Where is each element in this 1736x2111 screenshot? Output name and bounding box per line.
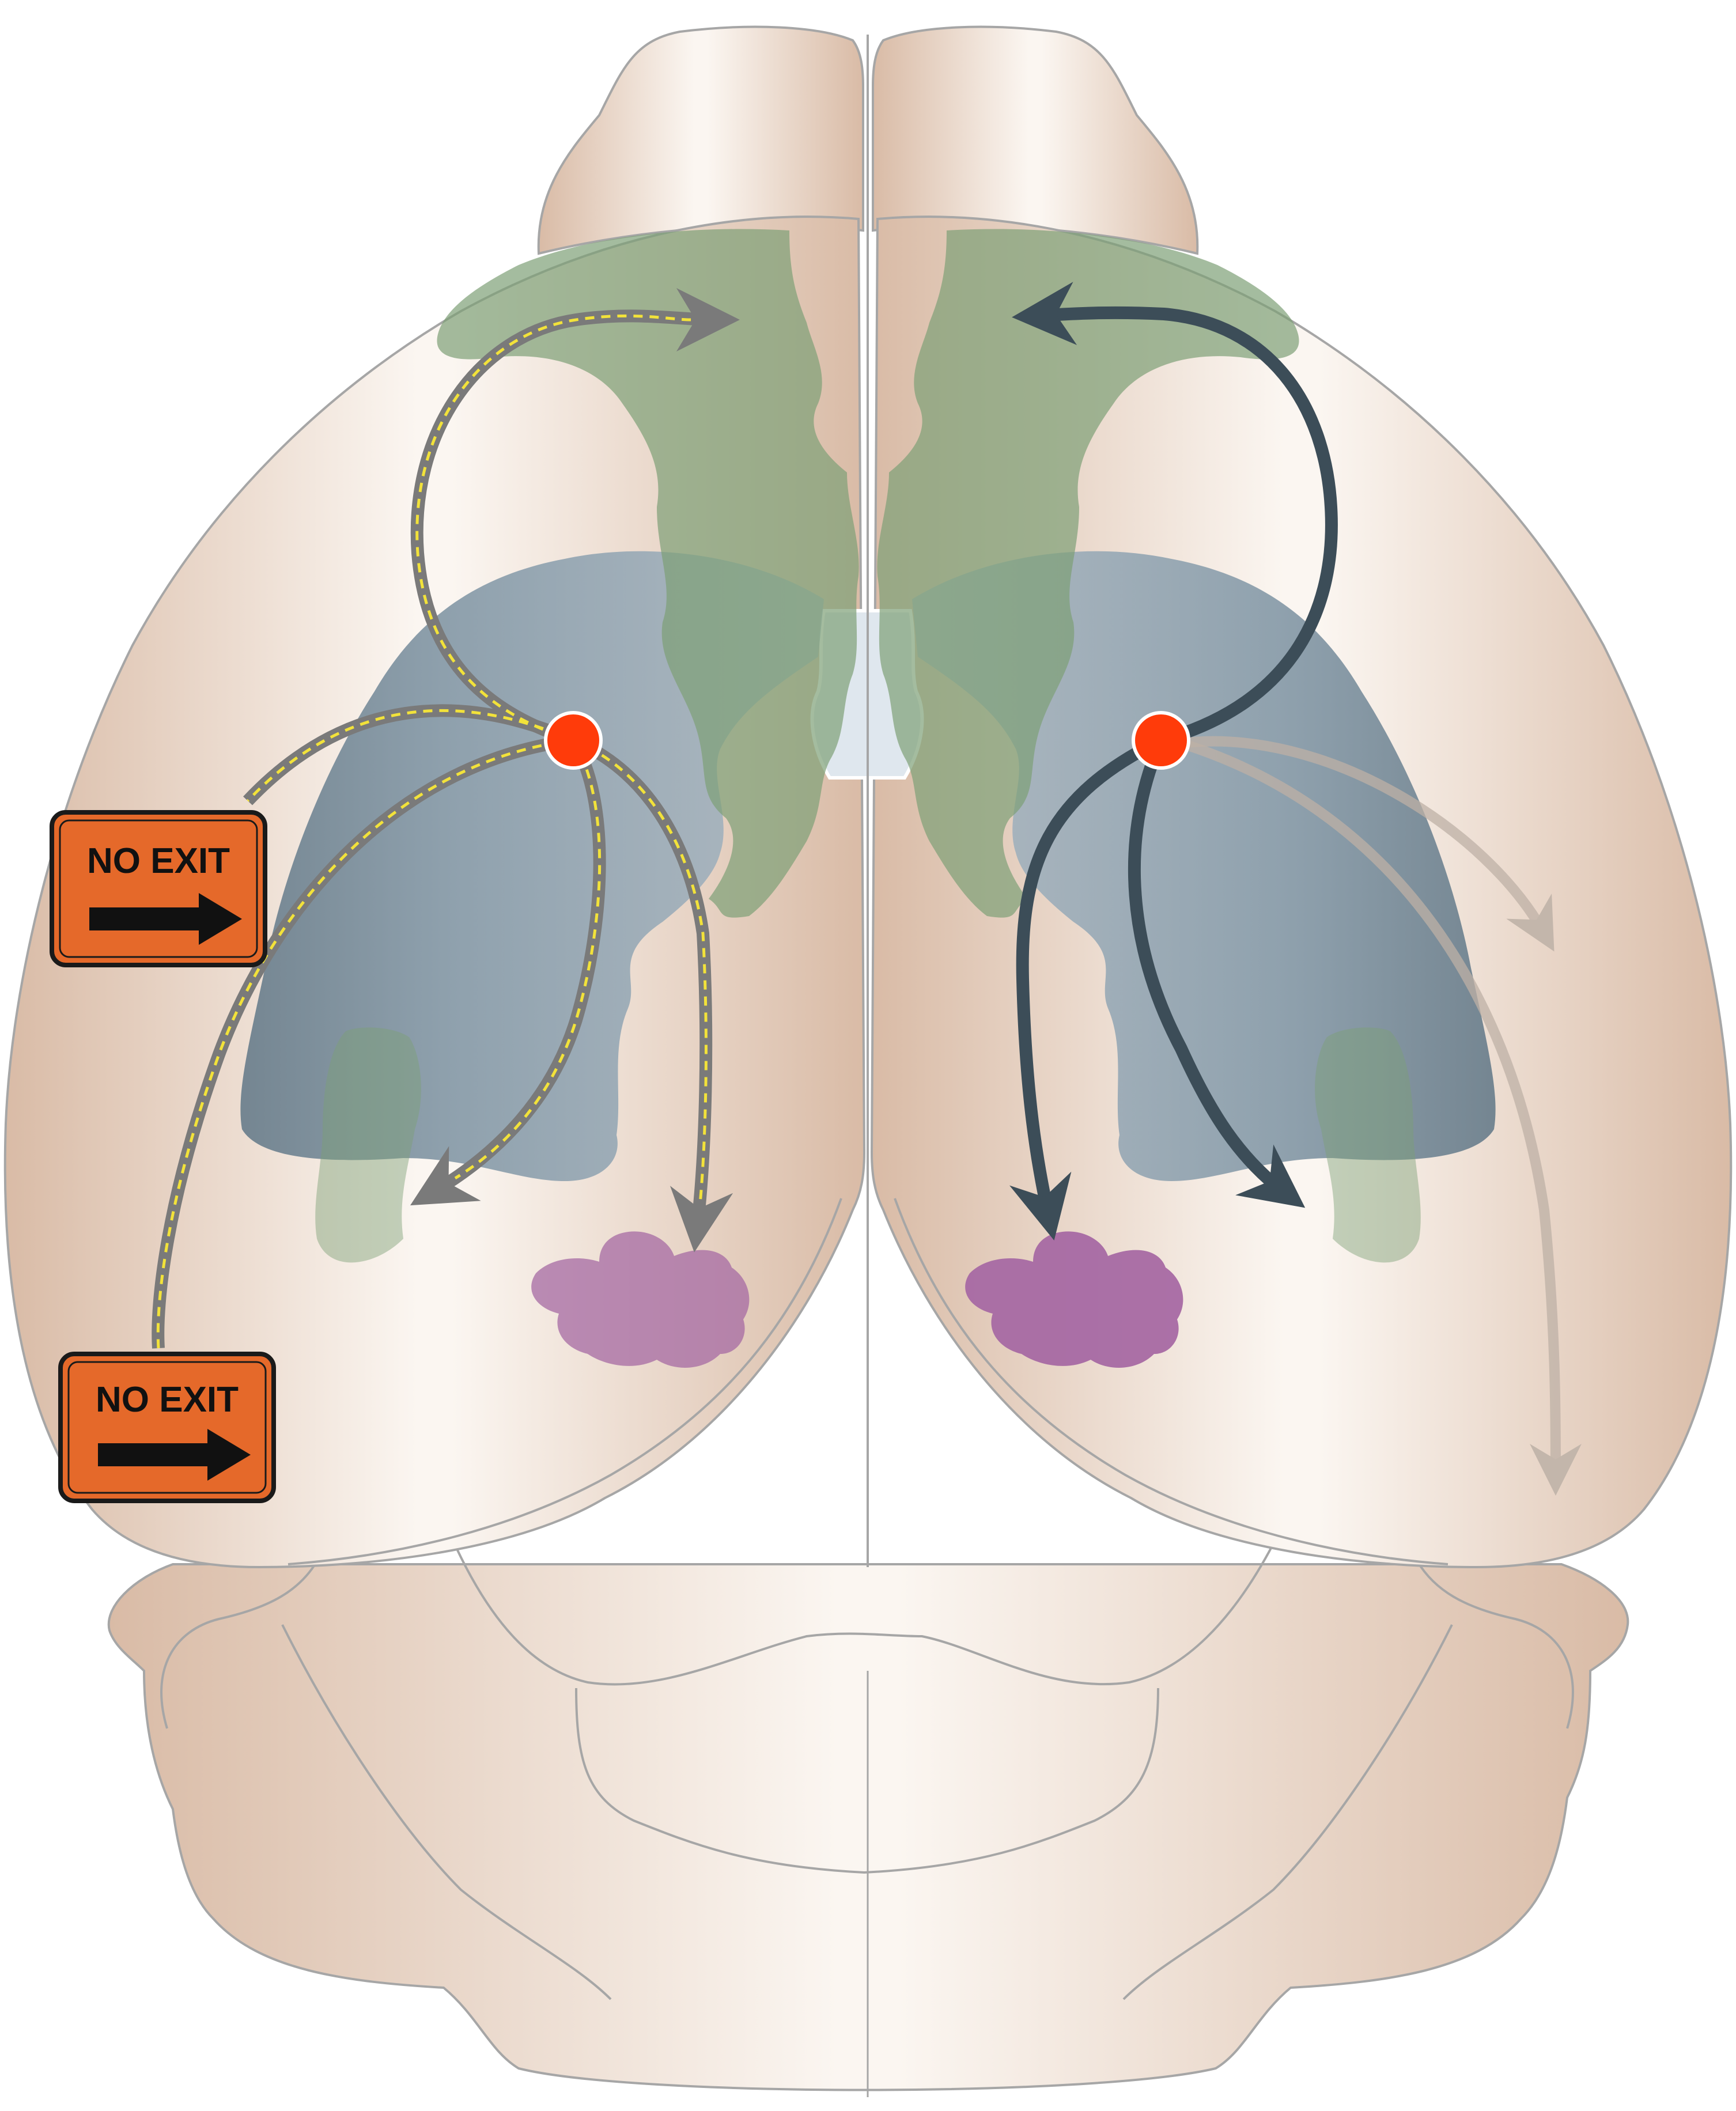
blue-region-left <box>240 551 824 1181</box>
sign-label: NO EXIT <box>87 841 230 881</box>
injection-site-left <box>544 711 603 770</box>
olfactory-bulbs <box>537 25 1199 255</box>
purple-region-left <box>531 1231 750 1368</box>
sign-label: NO EXIT <box>96 1380 239 1420</box>
injection-site-right <box>1132 711 1190 770</box>
no-exit-sign-lower: NO EXIT <box>58 1352 276 1503</box>
left-pathway <box>152 287 740 1349</box>
right-arrow-icon <box>89 893 242 945</box>
cerebellum <box>107 1532 1629 2097</box>
right-pathway <box>1009 282 1338 1240</box>
green-region-left <box>315 229 859 1263</box>
faded-pathway <box>1179 736 1582 1496</box>
no-exit-sign-upper: NO EXIT <box>50 810 267 967</box>
purple-region-right <box>965 1231 1183 1368</box>
blue-region-right <box>912 551 1496 1181</box>
green-region-right <box>877 229 1421 1263</box>
right-arrow-icon <box>98 1429 251 1481</box>
